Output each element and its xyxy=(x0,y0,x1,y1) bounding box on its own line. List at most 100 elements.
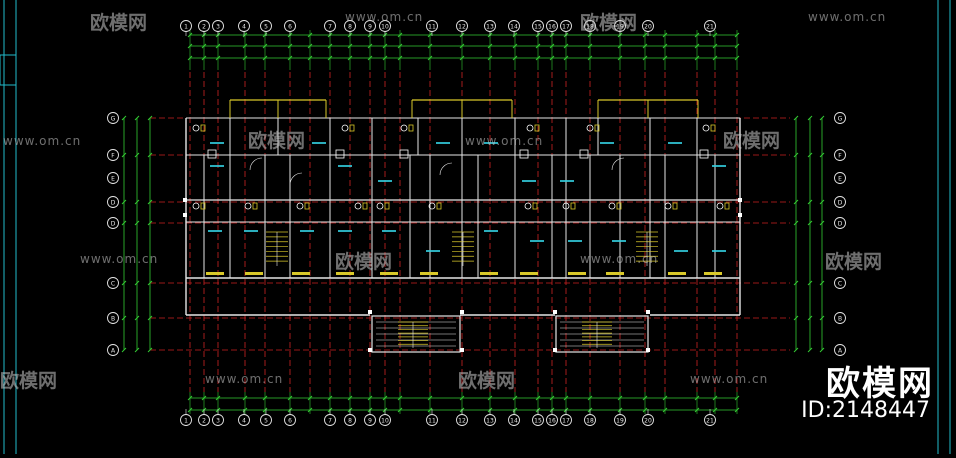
axis-bubble xyxy=(344,20,356,32)
axis-bubble xyxy=(508,20,520,32)
fixture xyxy=(702,124,710,132)
door-swing xyxy=(439,162,453,176)
dimension-tick xyxy=(147,152,153,158)
watermark-url: www.om.cn xyxy=(205,372,284,386)
dimension-tick xyxy=(147,115,153,121)
axis-bubble xyxy=(107,149,119,161)
axis-bubble xyxy=(324,414,336,426)
stair-enclosure xyxy=(555,315,649,353)
axis-bubble-label: 9 xyxy=(368,418,372,425)
axis-bubble-label: 21 xyxy=(706,418,714,425)
axis-bubble-label: 6 xyxy=(288,418,292,425)
window xyxy=(704,272,722,275)
dimension-tick xyxy=(134,280,140,286)
shower-tray xyxy=(399,149,409,159)
watermark-url: www.om.cn xyxy=(580,252,659,266)
axis-bubble-label: 6 xyxy=(288,24,292,31)
watermark-url: www.om.cn xyxy=(690,372,769,386)
window xyxy=(245,272,263,275)
axis-bubble-label: 14 xyxy=(510,24,518,31)
axis-bubble-label: 18 xyxy=(586,418,594,425)
watermark-url: www.om.cn xyxy=(808,10,887,24)
dimension-tick xyxy=(121,152,127,158)
room-label-mark xyxy=(712,250,726,252)
fixture xyxy=(341,124,349,132)
axis-bubble xyxy=(198,414,210,426)
axis-bubble-label: 19 xyxy=(616,24,624,31)
dimension-tick xyxy=(134,115,140,121)
axis-bubble-label: 17 xyxy=(562,24,570,31)
axis-bubble-label: 9 xyxy=(368,24,372,31)
dimension-tick xyxy=(134,347,140,353)
dimension-tick xyxy=(793,115,799,121)
axis-bubble xyxy=(834,277,846,289)
room-label-mark xyxy=(210,165,224,167)
dimension-tick xyxy=(807,280,813,286)
fixture xyxy=(616,202,622,210)
axis-bubble xyxy=(834,344,846,356)
fixture xyxy=(428,202,436,210)
axis-bubble-label: 5 xyxy=(264,24,268,31)
axis-bubble-label: 5 xyxy=(264,418,268,425)
axis-bubble xyxy=(584,414,596,426)
watermark-logo: 欧模网 xyxy=(0,370,58,392)
watermark-logo: 欧模网 xyxy=(723,130,781,152)
fixture xyxy=(526,124,534,132)
fixture xyxy=(532,202,538,210)
room-label-mark xyxy=(484,142,498,144)
dimension-tick xyxy=(807,220,813,226)
axis-bubble xyxy=(107,217,119,229)
axis-bubble xyxy=(642,414,654,426)
window xyxy=(668,272,686,275)
axis-bubble xyxy=(107,112,119,124)
dimension-tick xyxy=(807,115,813,121)
column xyxy=(183,198,187,202)
fixture xyxy=(408,124,414,132)
axis-bubble xyxy=(456,20,468,32)
window xyxy=(380,272,398,275)
fixture xyxy=(400,124,408,132)
fixture xyxy=(710,124,716,132)
fixture xyxy=(354,202,362,210)
column xyxy=(368,310,372,314)
axis-bubble-label: 13 xyxy=(486,418,494,425)
room-details xyxy=(183,99,742,352)
axis-bubble xyxy=(260,20,272,32)
fixture xyxy=(200,124,206,132)
room-label-mark xyxy=(312,142,326,144)
axis-bubble xyxy=(107,196,119,208)
room-label-mark xyxy=(208,230,222,232)
dimension-tick xyxy=(793,220,799,226)
column xyxy=(368,348,372,352)
door-swing xyxy=(289,172,303,186)
axis-bubble-label: 16 xyxy=(548,418,556,425)
axis-bubble-label: 18 xyxy=(586,24,594,31)
axis-bubble-label: 1 xyxy=(184,24,188,31)
axis-bubble-label: 10 xyxy=(381,24,389,31)
dimension-tick xyxy=(793,315,799,321)
axis-bubble xyxy=(198,20,210,32)
fixture xyxy=(252,202,258,210)
axis-bubble xyxy=(704,414,716,426)
watermark-logo: 欧模网 xyxy=(335,251,393,273)
axis-bubble xyxy=(364,414,376,426)
column xyxy=(553,310,557,314)
door-swing xyxy=(611,157,625,171)
axis-bubble-label: 11 xyxy=(428,418,436,425)
axis-bubble-label: 7 xyxy=(328,418,332,425)
axis-bubble xyxy=(364,20,376,32)
axis-bubble-label: 2 xyxy=(202,24,206,31)
axis-bubble-label: 12 xyxy=(458,24,466,31)
axis-bubble xyxy=(834,196,846,208)
axis-bubble xyxy=(546,414,558,426)
room-label-mark xyxy=(522,180,536,182)
axis-bubble xyxy=(344,414,356,426)
watermark-logo: 欧模网 xyxy=(248,130,306,152)
room-label-mark xyxy=(338,165,352,167)
room-label-mark xyxy=(210,142,224,144)
axis-bubble xyxy=(560,414,572,426)
axis-bubble-label: 2 xyxy=(202,418,206,425)
